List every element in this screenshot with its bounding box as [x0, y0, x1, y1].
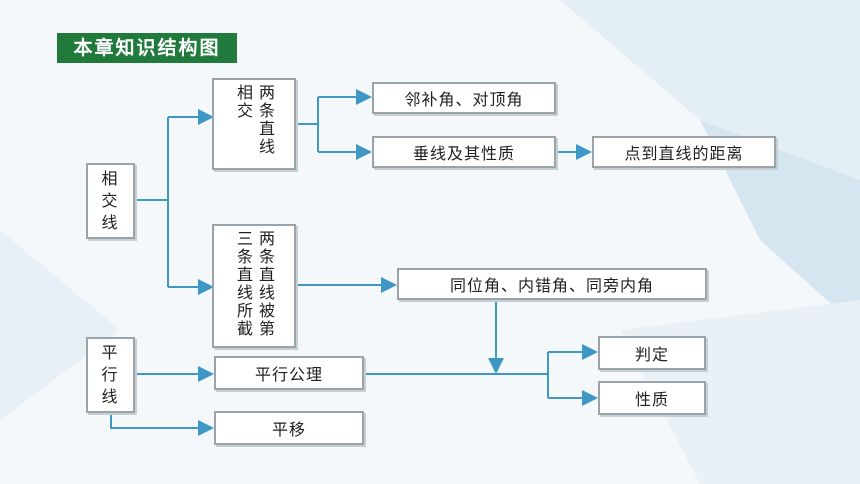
node-perpendicular: 垂线及其性质 [372, 136, 556, 168]
node-angle-types: 同位角、内错角、同旁内角 [397, 268, 707, 300]
node-translation: 平移 [214, 411, 364, 445]
node-two-lines-intersect: 两条直线相交 [212, 78, 296, 170]
node-adjacent-vertical-angles-label: 邻补角、对顶角 [404, 90, 524, 109]
node-two-lines-cut-label: 两条直线被第三条直线所截 [234, 230, 275, 338]
node-parallel-axiom-label: 平行公理 [254, 365, 323, 384]
node-point-line-distance: 点到直线的距离 [592, 136, 776, 168]
node-point-line-distance-label: 点到直线的距离 [624, 144, 744, 163]
node-intersecting-lines: 相交线 [86, 163, 135, 239]
node-judgment-label: 判定 [634, 345, 669, 364]
node-translation-label: 平移 [271, 420, 306, 439]
node-parallel-axiom: 平行公理 [214, 356, 364, 390]
node-judgment: 判定 [598, 336, 706, 370]
node-perpendicular-label: 垂线及其性质 [412, 144, 515, 163]
node-two-lines-intersect-label: 两条直线相交 [234, 84, 275, 156]
node-angle-types-label: 同位角、内错角、同旁内角 [449, 276, 654, 295]
page-title: 本章知识结构图 [57, 33, 237, 63]
node-two-lines-cut: 两条直线被第三条直线所截 [212, 224, 296, 348]
node-intersecting-lines-label: 相交线 [101, 169, 120, 232]
node-parallel-lines-label: 平行线 [101, 343, 118, 406]
node-adjacent-vertical-angles: 邻补角、对顶角 [372, 82, 556, 114]
node-property-label: 性质 [634, 390, 669, 409]
node-parallel-lines: 平行线 [86, 337, 135, 413]
node-property: 性质 [598, 381, 706, 415]
